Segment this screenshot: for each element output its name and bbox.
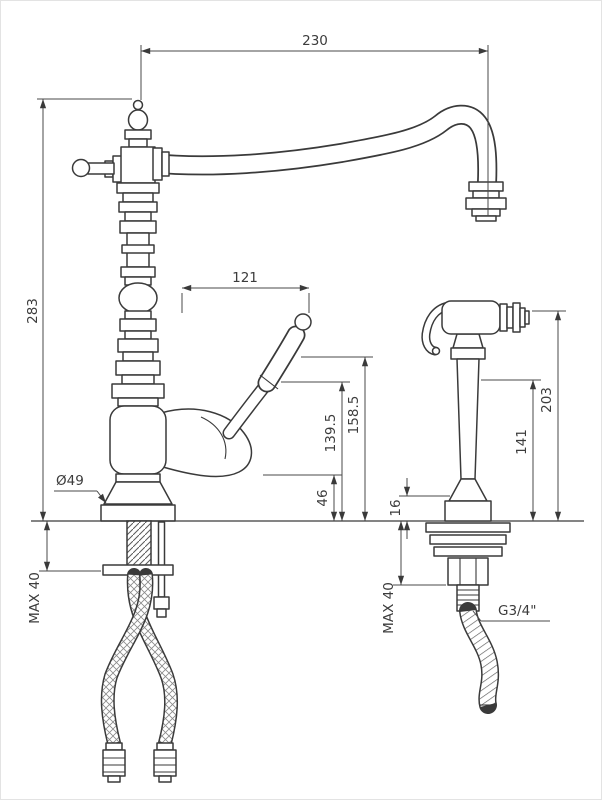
faucet-side-knob xyxy=(71,155,123,183)
dim-label-d49: Ø49 xyxy=(56,473,84,489)
dim-label-230: 230 xyxy=(302,33,328,49)
spray-washers xyxy=(425,522,511,557)
dim-label-max40-right: MAX 40 xyxy=(381,582,397,634)
dimension-max-deck-right: MAX 40 xyxy=(381,521,446,634)
spray-mounting-nut xyxy=(447,557,489,586)
mounting-stud-end xyxy=(153,596,170,610)
dim-label-283: 283 xyxy=(25,298,41,324)
dim-label-g34: G3/4" xyxy=(498,603,536,619)
spray-neck xyxy=(452,333,484,349)
dim-label-203: 203 xyxy=(539,387,555,413)
spray-body xyxy=(456,358,480,480)
dim-label-121: 121 xyxy=(232,270,258,286)
dim-label-141: 141 xyxy=(514,429,530,455)
spray-head xyxy=(441,300,501,335)
dimension-lever-reach: 121 xyxy=(181,270,310,313)
dimension-base-diameter: Ø49 xyxy=(54,473,107,504)
dimension-lever-height: 139.5 xyxy=(281,381,350,521)
dimension-spray-base-height: 16 xyxy=(388,478,450,539)
dimension-spray-total-height: 203 xyxy=(532,310,566,521)
spray-base xyxy=(444,500,492,522)
dim-label-16: 16 xyxy=(388,499,404,516)
spray-underdeck xyxy=(425,522,511,714)
spray-trigger xyxy=(421,301,453,356)
dimension-spray-body-height: 141 xyxy=(481,379,541,521)
faucet-spout-hub xyxy=(120,146,170,184)
dimensions: 230 283 121 139.5 158.5 xyxy=(25,33,566,634)
faucet-drawing xyxy=(71,99,507,522)
faucet-underdeck xyxy=(100,520,179,783)
dimension-overall-height: 283 xyxy=(25,98,132,521)
faucet-column xyxy=(111,182,165,407)
faucet-lever-handle xyxy=(222,313,312,440)
mounting-stud xyxy=(157,521,166,598)
spout-aerator xyxy=(465,181,507,222)
faucet-base xyxy=(100,473,176,522)
dim-label-46: 46 xyxy=(315,489,331,506)
hand-spray-drawing xyxy=(421,300,530,522)
spray-nozzle-rings xyxy=(499,302,530,333)
dimension-base-height: 46 xyxy=(263,474,342,521)
spray-bell xyxy=(448,478,488,502)
hose-end-nuts xyxy=(102,742,177,783)
dim-label-max40-left: MAX 40 xyxy=(27,572,43,624)
dim-label-139-5: 139.5 xyxy=(323,414,339,453)
braided-hoses xyxy=(100,568,179,750)
dimension-thread: G3/4" xyxy=(472,603,550,622)
dimension-max-deck-left: MAX 40 xyxy=(27,521,101,624)
dimension-lever-top-height: 158.5 xyxy=(301,356,373,521)
spray-collar xyxy=(450,347,486,360)
dim-label-158-5: 158.5 xyxy=(346,396,362,435)
faucet-top-finial xyxy=(124,99,152,148)
dimension-spout-reach: 230 xyxy=(140,33,489,216)
faucet-body xyxy=(109,405,253,478)
faucet-spout xyxy=(141,104,498,193)
spray-corrugated-hose xyxy=(459,602,500,714)
